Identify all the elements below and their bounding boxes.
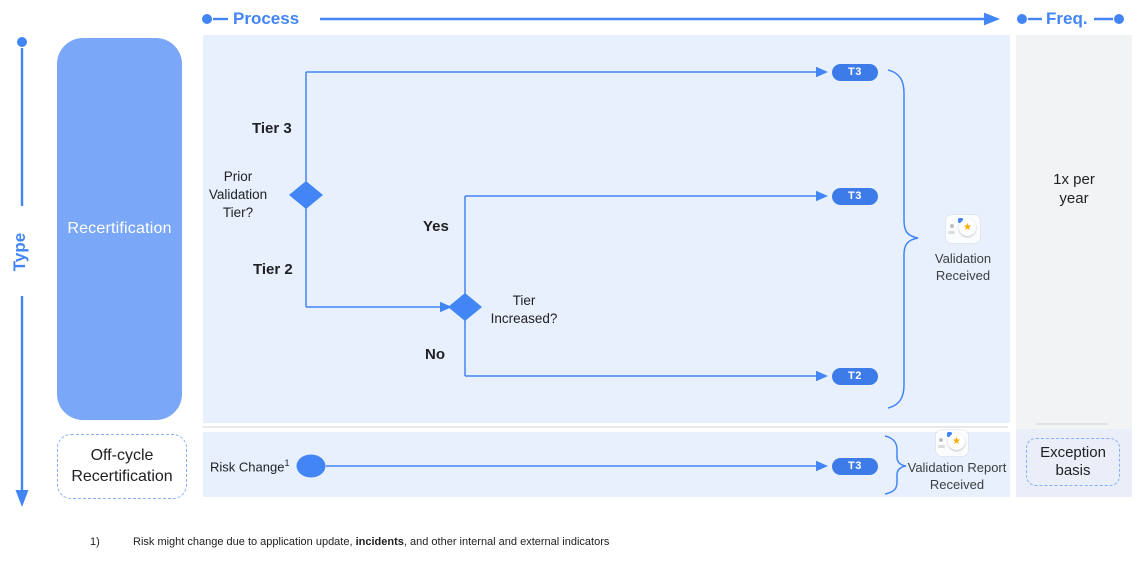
type-axis-label: Type [10,232,29,272]
yes-branch-label: Yes [423,218,449,235]
tier-pill-t3-top: T3 [832,64,878,81]
risk-change-footref: 1 [284,458,290,468]
validation-report-received-label: Validation Report Received [907,460,1007,493]
offcycle-row-label: Off-cycle Recertification [71,447,173,485]
icon-dot-gray [950,224,954,228]
icon-dot-gray [939,438,943,442]
tier-pill-t3-offcycle: T3 [832,458,878,475]
icon-dash-gray [938,445,945,448]
tier-pill-t2: T2 [832,368,878,385]
footnote: 1) Risk might change due to application … [90,536,609,548]
freq-exception-box: Exception basis [1026,438,1120,486]
no-branch-label: No [425,346,445,363]
validation-received-label: Validation Received [934,251,992,284]
process-axis-label: Process [233,9,300,28]
decision-prior-tier-label: Prior Validation Tier? [208,169,268,220]
risk-change-label: Risk Change1 [210,458,289,475]
recertification-row-box: Recertification [57,38,182,420]
tier2-branch-label: Tier 2 [253,261,293,278]
offcycle-flow-panel [203,432,1010,497]
star-seal-icon: ★ [959,219,976,236]
freq-column-annual [1016,35,1132,429]
process-axis-arrow [202,12,1000,26]
offcycle-row-box: Off-cycle Recertification [57,434,187,499]
freq-exception-label: Exception basis [1040,444,1106,479]
recertification-row-label: Recertification [67,220,172,237]
freq-annual-label: 1x per year [1053,171,1095,207]
tier-pill-t3-middle: T3 [832,188,878,205]
risk-change-text: Risk Change [210,459,285,475]
star-seal-icon: ★ [948,433,965,450]
validation-report-icon: ★ [936,430,968,456]
tier3-branch-label: Tier 3 [252,120,292,137]
footnote-text: Risk might change due to application upd… [133,536,609,548]
decision-tier-increased-label: Tier Increased? [490,293,558,326]
footnote-text-post: , and other internal and external indica… [403,536,610,548]
validation-received-icon: ★ [946,215,980,243]
icon-dash-gray [948,231,955,234]
footnote-marker: 1) [90,536,100,548]
main-flow-panel [203,35,1010,423]
freq-axis-label: Freq. [1046,9,1088,28]
footnote-text-pre: Risk might change due to application upd… [133,536,356,548]
footnote-text-bold: incidents [355,536,404,548]
